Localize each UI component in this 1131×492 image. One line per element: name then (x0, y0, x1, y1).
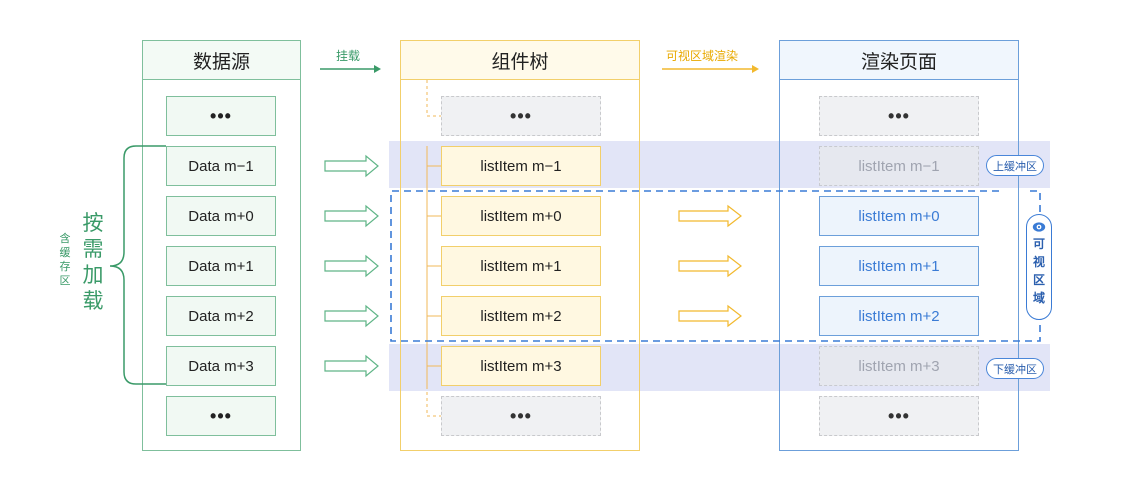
on-demand-label: 按需加载 (82, 211, 104, 313)
data-item: Data m+0 (166, 196, 276, 236)
data-source-column: 数据源 (142, 40, 301, 451)
data-item-ellipsis-bottom: ••• (166, 396, 276, 436)
mount-arrow-icon (320, 65, 381, 73)
component-tree-title: 组件树 (401, 41, 639, 80)
visible-area-badge: 可视区域 (1026, 214, 1052, 320)
tree-item: listItem m+2 (441, 296, 601, 336)
visible-render-label: 可视区域渲染 (666, 49, 739, 63)
data-item: Data m−1 (166, 146, 276, 186)
render-item-visible: listItem m+1 (819, 246, 979, 286)
visible-area-outline (390, 190, 1041, 342)
data-item: Data m+2 (166, 296, 276, 336)
data-source-title: 数据源 (143, 41, 300, 80)
tree-item: listItem m−1 (441, 146, 601, 186)
visible-area-label: 可视区域 (1032, 237, 1045, 305)
tree-item: listItem m+3 (441, 346, 601, 386)
hollow-arrow-icons-yellow (678, 204, 742, 328)
tree-connectors (426, 80, 441, 417)
render-item-visible: listItem m+0 (819, 196, 979, 236)
render-item-buffered: listItem m+3 (819, 346, 979, 386)
data-item: Data m+3 (166, 346, 276, 386)
tree-item-ellipsis-bottom: ••• (441, 396, 601, 436)
upper-buffer-tag: 上缓冲区 (986, 155, 1044, 176)
render-item-buffered: listItem m−1 (819, 146, 979, 186)
data-item-ellipsis-top: ••• (166, 96, 276, 136)
hollow-arrow-icons-green (324, 154, 379, 378)
visible-render-arrow-icon (662, 65, 759, 73)
mount-label: 挂载 (336, 49, 361, 63)
tree-item-ellipsis-top: ••• (441, 96, 601, 136)
with-cache-label: 含缓存区 (59, 232, 71, 287)
tree-item: listItem m+1 (441, 246, 601, 286)
lower-buffer-tag: 下缓冲区 (986, 358, 1044, 379)
render-item-ellipsis-top: ••• (819, 96, 979, 136)
render-page-column: 渲染页面 (779, 40, 1019, 451)
render-page-title: 渲染页面 (780, 41, 1018, 80)
tree-item: listItem m+0 (441, 196, 601, 236)
data-item: Data m+1 (166, 246, 276, 286)
component-tree-column: 组件树 (400, 40, 640, 451)
eye-icon (1032, 222, 1046, 232)
render-item-visible: listItem m+2 (819, 296, 979, 336)
curly-brace-icon (109, 145, 166, 385)
render-item-ellipsis-bottom: ••• (819, 396, 979, 436)
